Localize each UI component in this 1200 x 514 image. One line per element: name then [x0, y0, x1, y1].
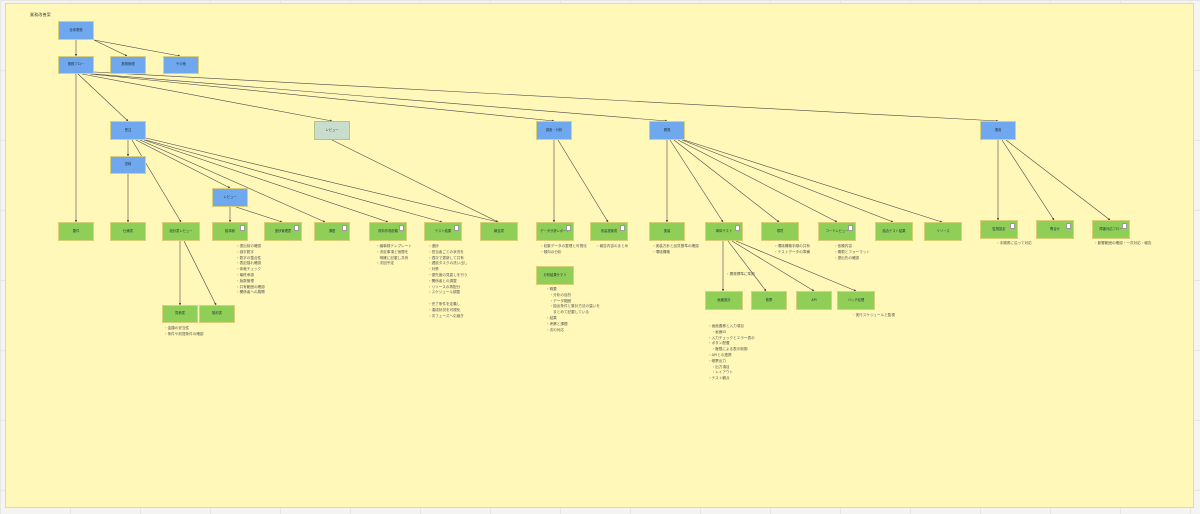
edge	[143, 139, 389, 223]
node-management[interactable]: 業務管理	[110, 56, 146, 74]
diagram-board	[5, 3, 1194, 508]
node-monitoring[interactable]: 監視設定	[980, 220, 1018, 239]
node-impl[interactable]: 実装	[649, 222, 685, 241]
edge	[145, 137, 499, 223]
edge	[677, 139, 838, 223]
node-report[interactable]: 報告書	[480, 222, 518, 241]
node-other[interactable]: その他	[163, 56, 199, 74]
node-code-review[interactable]: コードレビュー	[818, 222, 856, 241]
note-minutes: ・議事録テンプレート ・決定事項と宿題を 明確に記載し共有 ・次回予定	[376, 244, 412, 266]
edge	[93, 73, 668, 123]
note-progress: ・進捗 ・担当者ごとの状況を ・週次で更新して共有 ・遅延タスクの洗い出し ・対…	[428, 244, 468, 318]
edge	[135, 139, 231, 189]
edge	[681, 139, 894, 223]
note-review: ・提出前の確認 ・誤字脱字 ・数字の整合性 ・表記揺れ確認 ・体裁チェック ・最…	[236, 244, 265, 295]
node-issue[interactable]: 課題	[314, 222, 350, 241]
edge	[139, 139, 326, 223]
edge	[131, 139, 182, 223]
edge	[1001, 139, 1055, 221]
edge	[557, 139, 609, 223]
node-requirements[interactable]: 要件	[58, 222, 94, 241]
edge	[673, 139, 780, 223]
node-batch[interactable]: バッチ処理	[837, 291, 875, 310]
node-failure-flow[interactable]: 障害対応フロー	[1092, 220, 1130, 239]
note-failure: ・影響範囲の確認・一次対応・報告	[1094, 241, 1152, 245]
node-analysis-summary[interactable]: 分析結果サマリ	[536, 266, 574, 285]
node-integration-result[interactable]: 結合テスト結果	[875, 222, 913, 241]
node-screen-design[interactable]: 画面設計	[705, 291, 743, 310]
node-test-result[interactable]: テスト結果	[424, 222, 462, 241]
node-analysis[interactable]: 調査・分析	[536, 121, 572, 140]
node-order[interactable]: 受注	[110, 121, 146, 140]
board-title: 業務改善案	[30, 12, 51, 17]
node-unit-test[interactable]: 単体テスト	[705, 222, 743, 241]
node-root[interactable]: 全体業務	[58, 21, 94, 40]
node-estimate[interactable]: 見積	[110, 156, 146, 174]
node-contract[interactable]: 契約書	[199, 305, 235, 323]
note-estimate: ・金額の妥当性 ・条件や前提条件の確認	[164, 326, 204, 336]
node-ops[interactable]: 運用	[980, 121, 1016, 140]
node-env[interactable]: 環境	[761, 222, 799, 241]
node-quote[interactable]: 見積書	[162, 305, 198, 323]
edge	[727, 240, 767, 292]
node-release[interactable]: リリース	[924, 222, 962, 241]
note-request: ・依頼内容 ・期限とフォーマット ・提出先の確認	[834, 244, 870, 260]
note-icon	[735, 225, 740, 231]
note-ops: ・手順書に沿って対応	[996, 241, 1032, 245]
node-progress-sheet[interactable]: 進捗管理表	[264, 222, 302, 241]
note-icon	[1066, 223, 1071, 229]
node-design-review[interactable]: 設計書レビュー	[162, 222, 200, 241]
note-impl: ・実装方針と品質基準の確認 ・環境構築	[652, 244, 699, 254]
node-proposal[interactable]: 改善提案書	[590, 222, 628, 241]
node-review-top[interactable]: レビュー	[314, 121, 350, 140]
node-api[interactable]: API	[796, 291, 832, 310]
note-icon	[848, 225, 853, 231]
node-form[interactable]: 帳票	[751, 291, 787, 310]
edge	[183, 240, 217, 306]
edge	[735, 240, 857, 292]
note-summary: ・概要 ・分析の目的 ・データ範囲 ・抽出条件と集計方法の違いを まとめて記載し…	[546, 287, 600, 332]
node-workflow[interactable]: 業務フロー	[58, 56, 94, 74]
edge	[669, 139, 724, 223]
node-dev[interactable]: 開発	[649, 121, 685, 140]
note-env: ・環境構築手順の共有 ・テストデータの準備	[774, 244, 810, 254]
note-icon	[399, 225, 404, 231]
edge	[683, 139, 943, 223]
note-icon	[454, 225, 459, 231]
note-icon	[620, 225, 625, 231]
edge	[1005, 139, 1111, 221]
note-icon	[1010, 223, 1015, 229]
note-batch: ・実行スケジュールと監視	[852, 313, 895, 317]
edge	[77, 73, 129, 122]
edge	[93, 39, 181, 57]
note-analysis: ・収集データの整理と可視化 ・傾向の分析	[540, 244, 587, 254]
note-icon	[1122, 223, 1127, 229]
node-inquiry[interactable]: 問合せ	[1036, 220, 1074, 239]
edge	[235, 206, 283, 223]
edge	[331, 139, 499, 223]
note-icon	[566, 225, 571, 231]
note-icon	[294, 225, 299, 231]
note-report: ・報告内容のまとめ	[596, 244, 629, 248]
edge	[89, 73, 555, 122]
edge	[81, 73, 333, 122]
node-data-report[interactable]: データ分析レポート	[536, 222, 574, 241]
edge	[93, 39, 128, 57]
edge	[93, 71, 999, 123]
note-icon	[342, 225, 347, 231]
note-design: ・画面遷移と入力項目 ・画面ID ・入力チェックとエラー表示 ・ボタン配置 ・権…	[708, 324, 755, 381]
edge	[145, 139, 443, 223]
note-dev: ・開発標準に準拠	[726, 272, 755, 276]
node-minutes[interactable]: 議事録	[212, 222, 248, 241]
node-doc-request[interactable]: 資料作成依頼	[369, 222, 407, 241]
node-spec[interactable]: 仕様書	[110, 222, 146, 241]
node-review-sub[interactable]: レビュー	[212, 188, 248, 207]
edge	[731, 240, 815, 292]
note-icon	[240, 225, 245, 231]
